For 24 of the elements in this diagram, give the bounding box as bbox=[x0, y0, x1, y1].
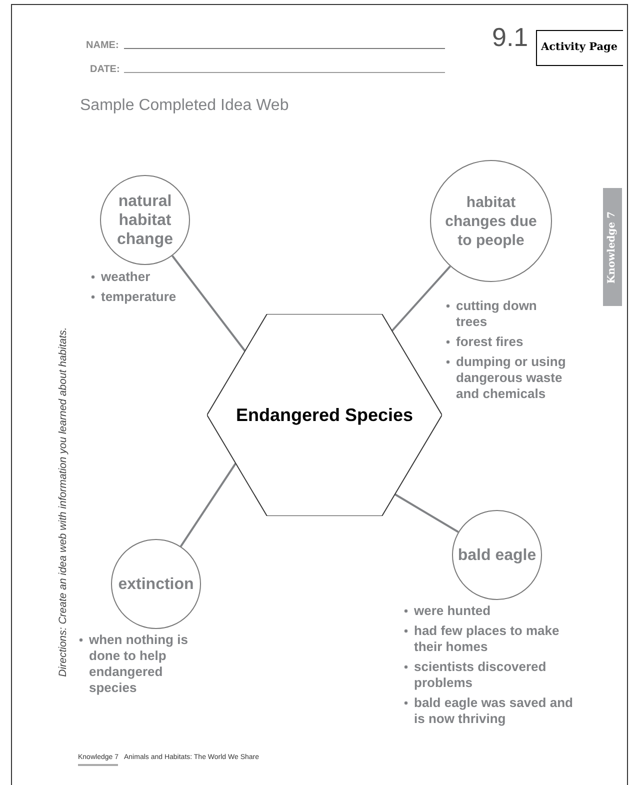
bullet-item: when nothing is done to help endangered species bbox=[78, 632, 188, 696]
connector-line bbox=[172, 255, 246, 352]
bullet-item: temperature bbox=[90, 289, 210, 305]
bullet-item: weather bbox=[90, 269, 210, 285]
connector-line bbox=[394, 493, 459, 533]
node-label: extinction bbox=[117, 574, 195, 594]
bullet-item: were hunted bbox=[403, 603, 575, 619]
page-type-tag: Activity Page bbox=[536, 30, 623, 66]
node-label: Endangered Species bbox=[236, 404, 414, 427]
page-number: 9.1 bbox=[492, 24, 528, 50]
connector-line bbox=[391, 266, 451, 332]
field-label: NAME: bbox=[86, 39, 119, 53]
node-label: bald eagle bbox=[456, 546, 538, 564]
field-label: DATE: bbox=[90, 63, 120, 77]
node-label: natural habitat change bbox=[116, 192, 174, 248]
hexagon-node bbox=[207, 314, 442, 516]
directions-text: Directions: Create an idea web with information you learned about habitats. bbox=[56, 326, 70, 679]
tab-label: Knowledge 7 bbox=[606, 210, 619, 284]
connector-line bbox=[180, 462, 237, 547]
bullet-item: bald eagle was saved and is now thriving bbox=[403, 695, 575, 727]
node-label: habitat changes due to people bbox=[444, 192, 538, 250]
bullet-item: dumping or using dangerous waste and chemicals bbox=[445, 354, 567, 402]
page-title: Sample Completed Idea Web bbox=[80, 96, 289, 116]
bullet-item: forest fires bbox=[445, 334, 567, 350]
